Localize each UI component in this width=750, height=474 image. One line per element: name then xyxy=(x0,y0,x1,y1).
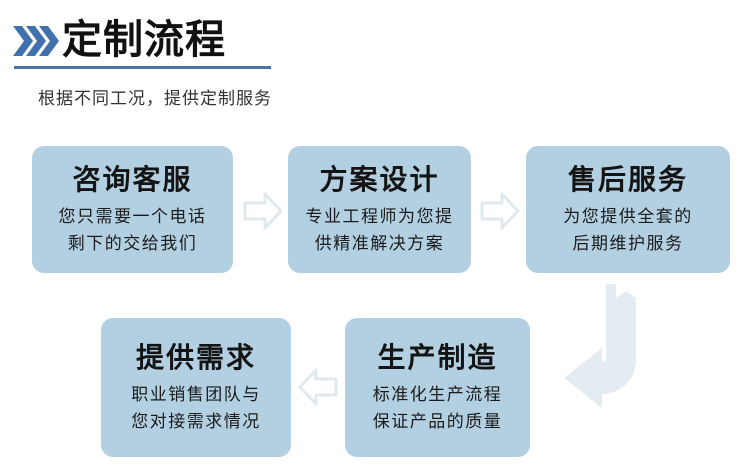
flow-step-line: 为您提供全套的 xyxy=(563,206,693,226)
flow-step-title: 生产制造 xyxy=(377,341,498,373)
flow-step-produce[interactable]: 生产制造 标准化生产流程 保证产品的质量 xyxy=(345,318,530,457)
arrow-left-icon xyxy=(296,365,340,409)
flow-step-design[interactable]: 方案设计 专业工程师为您提 供精准解决方案 xyxy=(288,146,471,273)
flow-step-line: 标准化生产流程 xyxy=(372,384,503,404)
flow-step-demand[interactable]: 提供需求 职业销售团队与 您对接需求情况 xyxy=(101,318,291,457)
flow-step-line: 您只需要一个电话 xyxy=(58,206,207,226)
flow-step-consult[interactable]: 咨询客服 您只需要一个电话 剩下的交给我们 xyxy=(32,146,233,273)
flow-step-line: 剩下的交给我们 xyxy=(67,233,198,253)
flow-step-line: 您对接需求情况 xyxy=(131,411,261,431)
arrow-right-icon xyxy=(478,189,522,233)
flow-step-line: 专业工程师为您提 xyxy=(305,206,454,226)
flow-step-title: 售后服务 xyxy=(567,163,688,195)
flow-step-title: 提供需求 xyxy=(135,341,256,373)
flow-step-title: 咨询客服 xyxy=(72,163,193,195)
arrow-right-icon xyxy=(241,189,285,233)
triple-chevron-right-icon xyxy=(13,24,59,58)
page-title: 定制流程 xyxy=(62,18,226,62)
flow-step-line: 供精准解决方案 xyxy=(314,233,445,253)
flow-step-line: 保证产品的质量 xyxy=(372,411,503,431)
flow-step-line: 职业销售团队与 xyxy=(131,384,261,404)
page-header: 定制流程 xyxy=(0,0,750,82)
page-subtitle: 根据不同工况，提供定制服务 xyxy=(38,89,272,108)
title-underline xyxy=(14,66,271,69)
flow-step-line: 后期维护服务 xyxy=(572,233,684,253)
arrow-uturn-down-left-icon xyxy=(560,282,686,410)
flow-step-title: 方案设计 xyxy=(319,163,440,195)
flow-step-aftersale[interactable]: 售后服务 为您提供全套的 后期维护服务 xyxy=(526,146,730,273)
